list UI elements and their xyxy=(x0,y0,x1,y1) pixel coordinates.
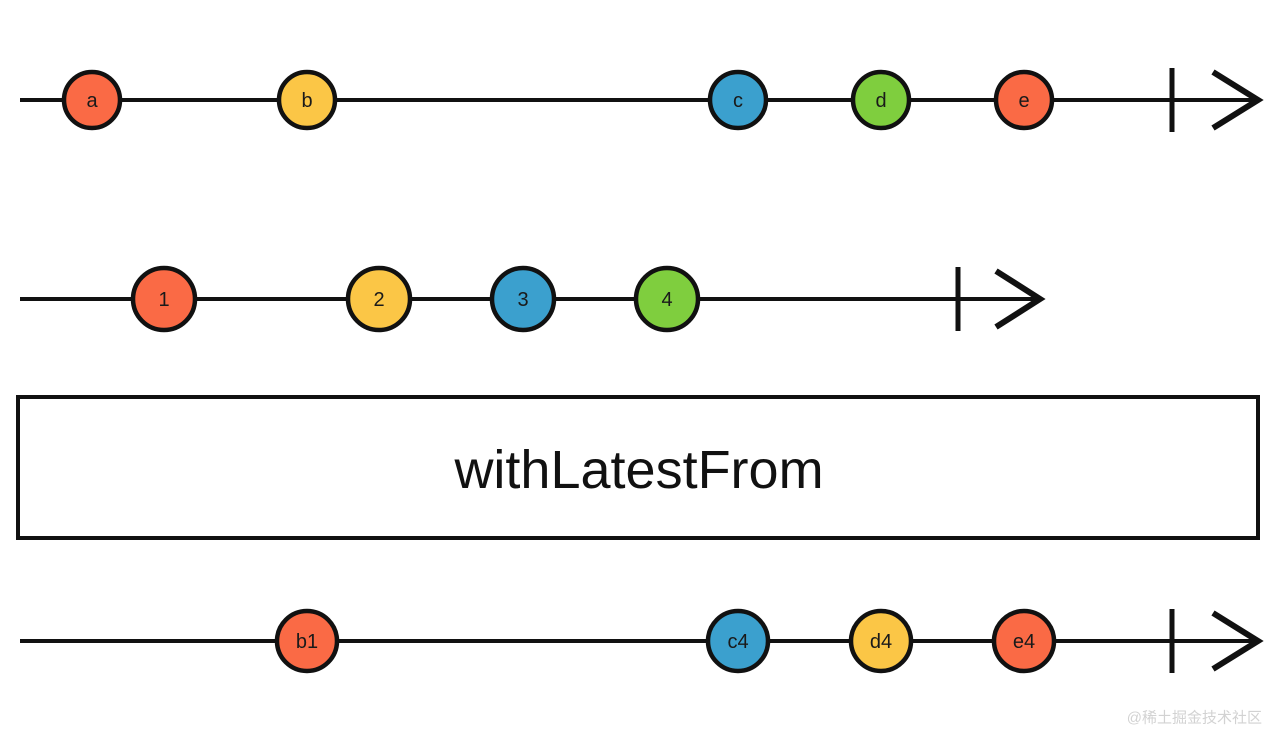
marble-label: b1 xyxy=(296,631,318,653)
marble-circle[interactable] xyxy=(274,608,340,674)
marble-c4[interactable]: c4 xyxy=(705,608,771,674)
marble-label: b xyxy=(301,90,312,112)
marble-label: 4 xyxy=(661,289,672,311)
marble-label: 3 xyxy=(517,289,528,311)
marble-b1[interactable]: b1 xyxy=(274,608,340,674)
operator-box-outline xyxy=(16,395,1260,540)
timeline-arrowhead-icon xyxy=(1211,69,1264,131)
marble-circle[interactable] xyxy=(991,608,1057,674)
timeline-arrowhead-icon xyxy=(1211,610,1264,672)
operator-name-label: withLatestFrom xyxy=(453,440,823,500)
marble-label: d4 xyxy=(870,631,892,653)
marble-c[interactable]: c xyxy=(707,69,769,131)
marble-circle[interactable] xyxy=(61,69,123,131)
marble-circle[interactable] xyxy=(993,69,1055,131)
marble-b[interactable]: b xyxy=(276,69,338,131)
watermark: @稀土掘金技术社区 xyxy=(1127,710,1262,727)
marble-circle[interactable] xyxy=(345,265,413,333)
marble-2[interactable]: 2 xyxy=(345,265,413,333)
marble-d[interactable]: d xyxy=(850,69,912,131)
marble-circle[interactable] xyxy=(489,265,557,333)
marble-label: 2 xyxy=(373,289,384,311)
marble-1[interactable]: 1 xyxy=(130,265,198,333)
marble-circle[interactable] xyxy=(130,265,198,333)
marble-circle[interactable] xyxy=(850,69,912,131)
marble-circle[interactable] xyxy=(848,608,914,674)
marble-circle[interactable] xyxy=(276,69,338,131)
marble-label: a xyxy=(86,90,98,112)
marble-label: 1 xyxy=(158,289,169,311)
marble-label: c xyxy=(733,90,743,112)
marble-label: e4 xyxy=(1013,631,1035,653)
marble-4[interactable]: 4 xyxy=(633,265,701,333)
marble-label: d xyxy=(875,90,886,112)
timelines-layer: a b c d e 1 2 3 4 b1 c4 d4 e4 xyxy=(20,68,1264,674)
marble-e[interactable]: e xyxy=(993,69,1055,131)
timeline-result: b1 c4 d4 e4 xyxy=(20,608,1264,674)
marble-d4[interactable]: d4 xyxy=(848,608,914,674)
marble-3[interactable]: 3 xyxy=(489,265,557,333)
marble-circle[interactable] xyxy=(705,608,771,674)
marble-label: c4 xyxy=(727,631,748,653)
marble-e4[interactable]: e4 xyxy=(991,608,1057,674)
marble-a[interactable]: a xyxy=(61,69,123,131)
timeline-source: a b c d e xyxy=(20,68,1264,132)
marble-circle[interactable] xyxy=(633,265,701,333)
marble-label: e xyxy=(1018,90,1029,112)
timeline-other: 1 2 3 4 xyxy=(20,265,1046,333)
marble-circle[interactable] xyxy=(707,69,769,131)
timeline-arrowhead-icon xyxy=(994,268,1046,330)
operator-box: withLatestFrom xyxy=(16,395,1260,540)
